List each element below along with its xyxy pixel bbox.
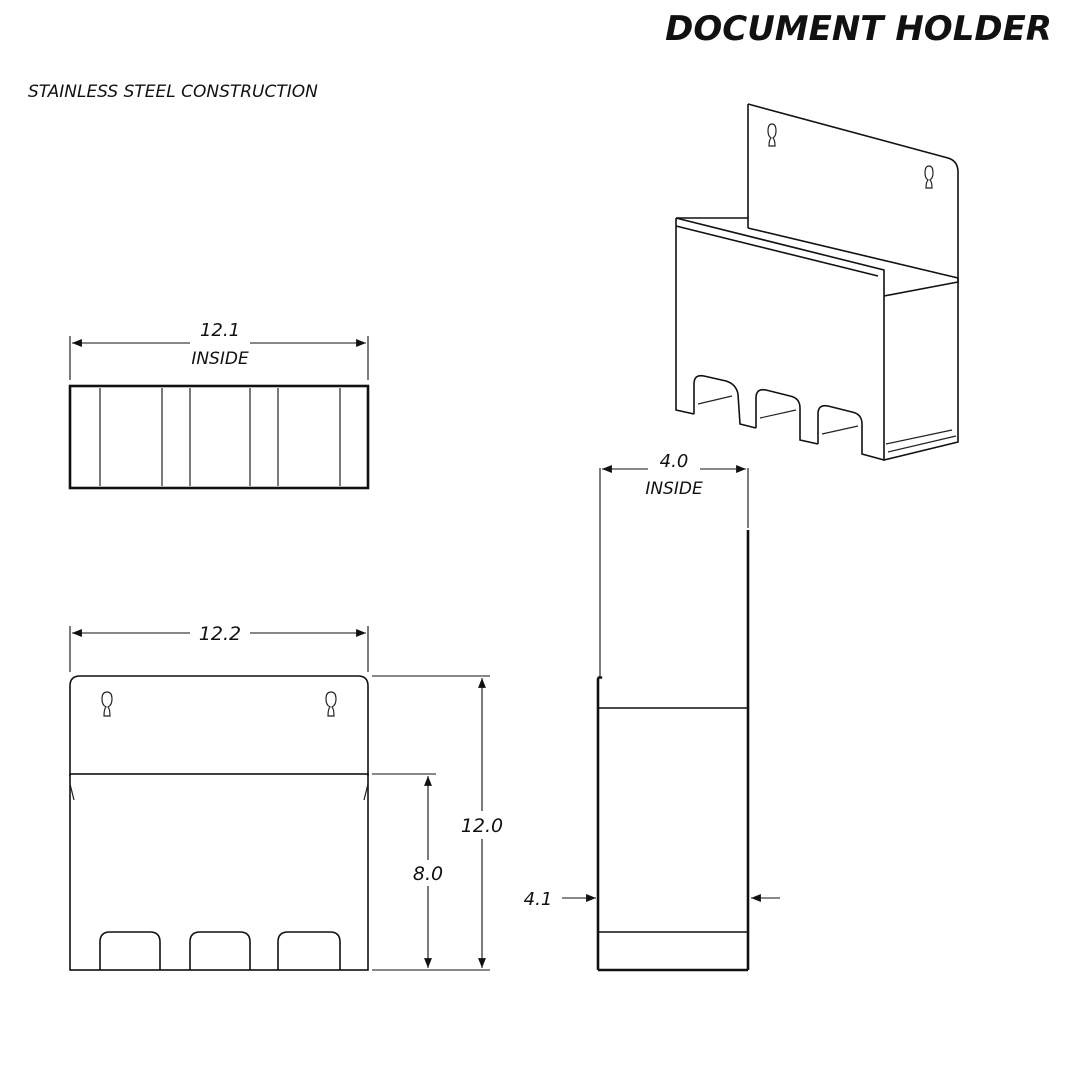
front-width-value: 12.2 bbox=[199, 623, 241, 645]
keyhole-icon bbox=[767, 123, 777, 147]
drawing-subtitle: STAINLESS STEEL CONSTRUCTION bbox=[28, 82, 318, 102]
top-width-value: 12.1 bbox=[200, 320, 240, 341]
keyhole-icon bbox=[101, 691, 113, 717]
side-overall-depth-value: 4.1 bbox=[524, 889, 553, 910]
keyhole-icon bbox=[924, 165, 934, 189]
side-depth-note: INSIDE bbox=[645, 479, 703, 499]
isometric-view bbox=[675, 103, 959, 462]
drawing-title: DOCUMENT HOLDER bbox=[665, 9, 1052, 49]
keyhole-icon bbox=[325, 691, 337, 717]
top-view: 12.1 INSIDE bbox=[68, 320, 370, 490]
front-view: 12.2 12.0 8.0 bbox=[69, 620, 511, 971]
top-width-note: INSIDE bbox=[191, 349, 249, 369]
side-view: 4.0 INSIDE 4.1 bbox=[524, 451, 780, 972]
front-height-value: 12.0 bbox=[461, 815, 503, 837]
side-depth-value: 4.0 bbox=[660, 451, 689, 472]
pocket-height-value: 8.0 bbox=[413, 863, 443, 885]
